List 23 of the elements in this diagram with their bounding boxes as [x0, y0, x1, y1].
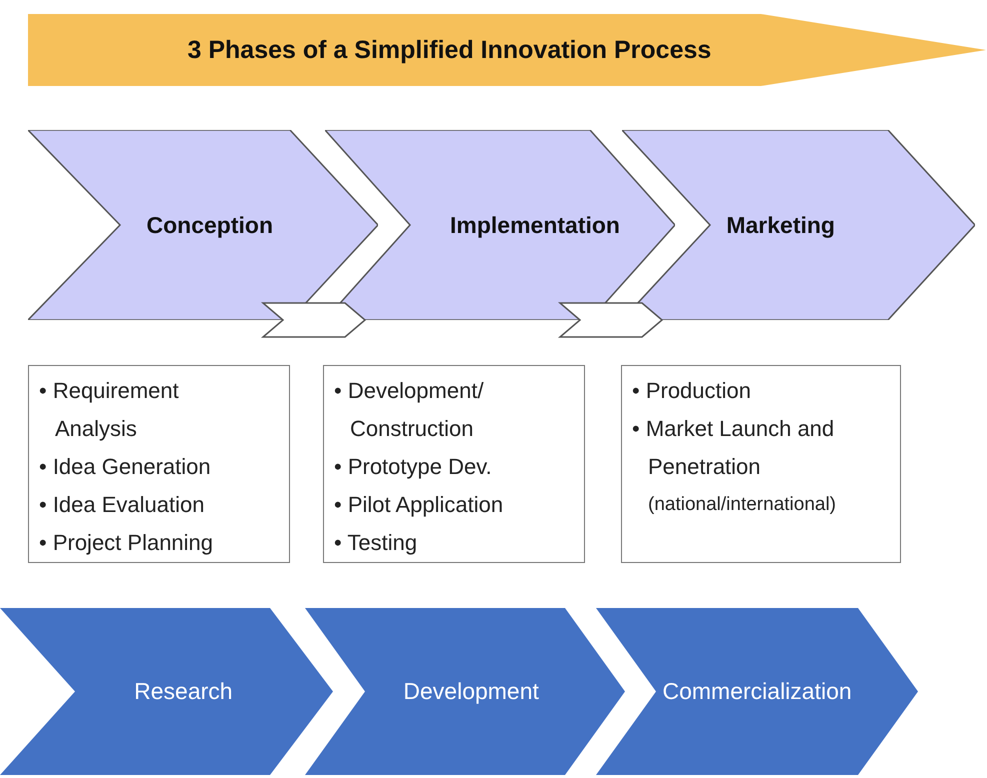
text-box [28, 365, 290, 563]
banner-title: 3 Phases of a Simplified Innovation Process [188, 36, 712, 64]
phase-label: Conception [146, 212, 273, 238]
bullet-item: • Market Launch and Penetration [632, 415, 836, 481]
stage-label: Commercialization [662, 678, 852, 705]
text-box [323, 365, 585, 563]
stage-label: Research [134, 678, 233, 705]
bullet-item: • Prototype Dev. [334, 453, 493, 481]
bullet-item: • Pilot Application [334, 491, 504, 519]
phase-label: Implementation [450, 212, 620, 238]
bullet-item: • Idea Evaluation [39, 491, 206, 519]
bullet-item: • Production [632, 377, 752, 405]
stage-label: Development [403, 678, 539, 705]
bullet-item: • Requirement Analysis [39, 377, 180, 443]
bullet-item: • Idea Generation [39, 453, 212, 481]
text-box [621, 365, 901, 563]
bullet-item: • Project Planning [39, 529, 214, 557]
bullet-item: • Development/ Construction [334, 377, 485, 443]
phase-label: Marketing [726, 212, 835, 238]
bullet-item: • Testing [334, 529, 418, 557]
chevron-arrow [558, 302, 664, 338]
chevron-arrow [260, 302, 366, 338]
bullet-item: (national/international) [647, 493, 838, 517]
